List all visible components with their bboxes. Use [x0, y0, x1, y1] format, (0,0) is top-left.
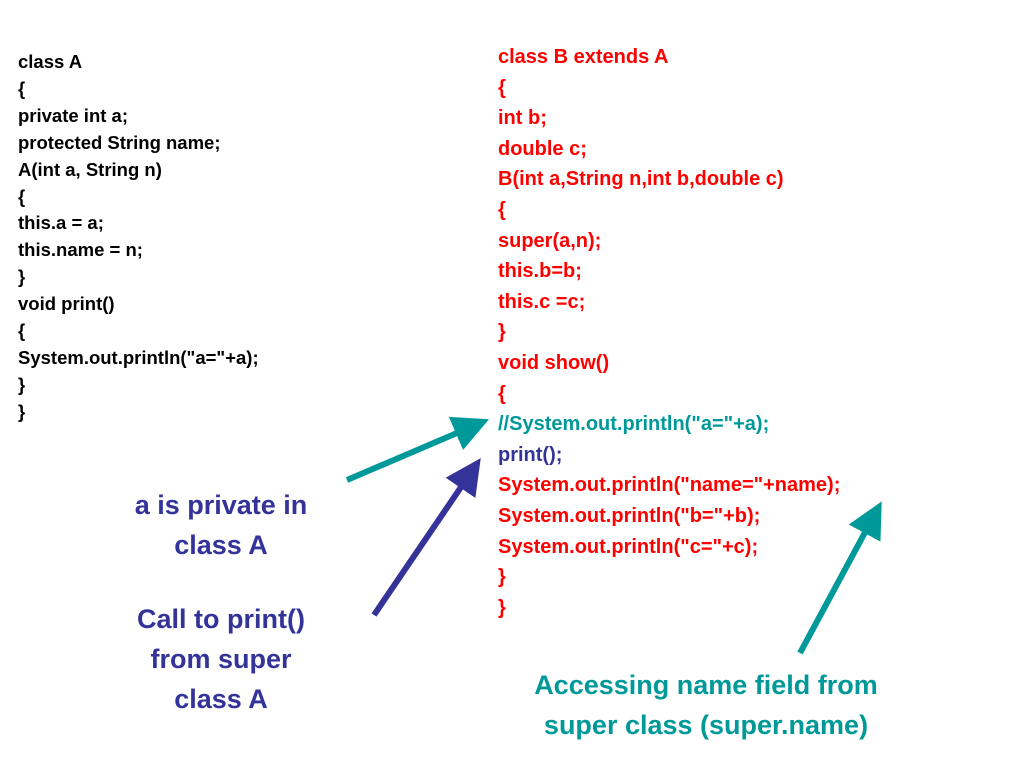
class-a-code-line: private int a;: [18, 104, 128, 126]
print-note-line: Call to print(): [137, 604, 305, 634]
class-b-code-line: double c;: [498, 137, 587, 160]
class-a-code-line: this.a = a;: [18, 212, 104, 234]
class-a-code-line: A(int a, String n): [18, 158, 162, 180]
private-note-line: class A: [174, 530, 268, 560]
class-b-code-line: }: [498, 596, 506, 619]
class-b-code: class B extends A { int b; double c; B(int a…: [498, 42, 840, 623]
class-b-code-line: {: [498, 198, 506, 221]
class-b-code-line: void show(): [498, 351, 610, 374]
class-b-code-line: B(int a,String n,int b,double c): [498, 168, 784, 191]
class-a-code-line: System.out.println("a="+a);: [18, 346, 259, 368]
private-note-line: a is private in: [134, 490, 308, 520]
class-a-code-line: {: [18, 77, 26, 99]
class-a-code-line: {: [18, 185, 26, 207]
class-a-code-line: }: [18, 373, 26, 395]
class-a-code-line: protected String name;: [18, 131, 221, 153]
class-a-code-line: }: [18, 266, 26, 288]
class-b-code-line: System.out.println("b="+b);: [498, 504, 761, 527]
class-b-code-line: {: [498, 76, 506, 99]
print-note-line: class A: [174, 684, 268, 714]
name-note-line: super class (super.name): [543, 710, 869, 740]
super-name-access-note: Accessing name field from super class (su…: [466, 665, 946, 745]
arrow-to-commented-line: [345, 416, 490, 483]
class-b-code-line: super(a,n);: [498, 229, 602, 252]
class-b-code-line: }: [498, 321, 506, 344]
class-a-code-line: class A: [18, 51, 83, 72]
arrow-to-print-call: [371, 458, 481, 617]
arrow-to-name-access: [797, 501, 882, 655]
name-note-line: Accessing name field from: [534, 670, 878, 700]
class-a-code-line: void print(): [18, 293, 115, 315]
class-b-code-line: //System.out.println("a="+a);: [498, 413, 770, 436]
class-b-code-line: int b;: [498, 107, 547, 130]
class-b-code-line: class B extends A: [498, 46, 669, 68]
class-b-code-line: System.out.println("name="+name);: [498, 474, 841, 497]
class-a-code-line: {: [18, 320, 26, 342]
private-field-note: a is private in class A: [96, 485, 346, 565]
class-b-code-line: this.c =c;: [498, 290, 586, 313]
class-b-code-line: this.b=b;: [498, 260, 582, 283]
class-b-code-line: }: [498, 566, 506, 589]
class-b-code-line: print();: [498, 443, 563, 466]
print-note-line: from super: [150, 644, 292, 674]
class-b-code-line: {: [498, 382, 506, 405]
class-a-code-line: this.name = n;: [18, 239, 143, 261]
super-print-call-note: Call to print() from super class A: [96, 599, 346, 719]
class-a-code: class A { private int a; protected String n…: [18, 49, 259, 426]
class-b-code-line: System.out.println("c="+c);: [498, 535, 759, 558]
class-a-code-line: }: [18, 400, 26, 422]
